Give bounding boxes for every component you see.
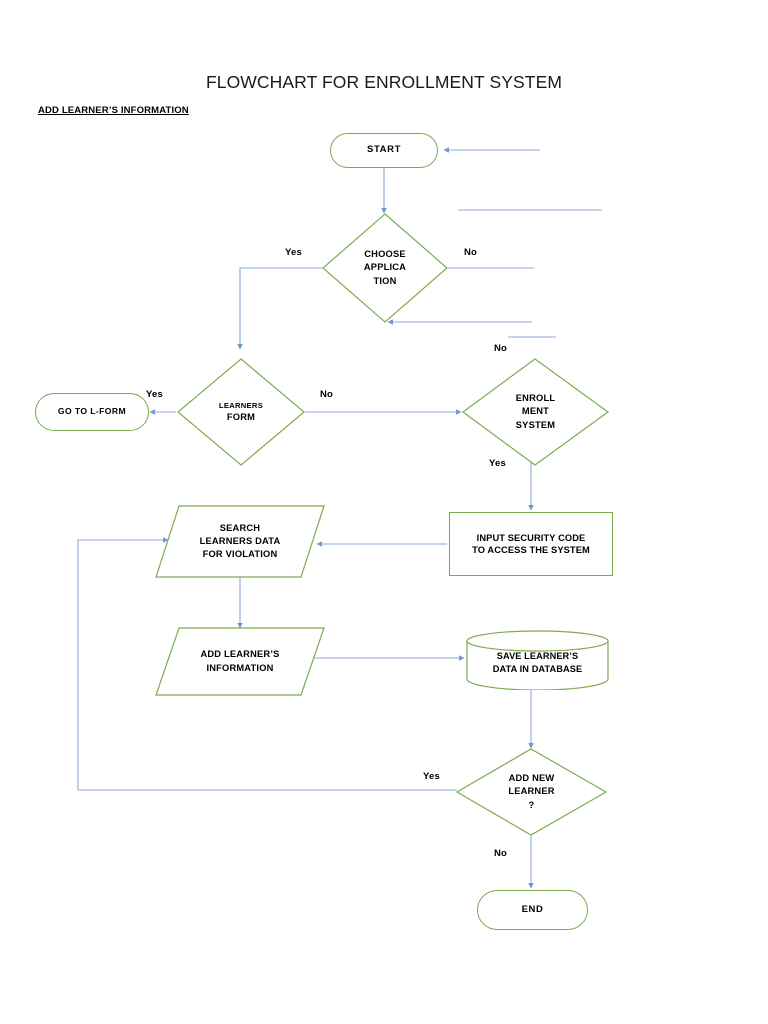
edge-addnew-yes-loop bbox=[77, 537, 457, 791]
section-heading: ADD LEARNER’S INFORMATION bbox=[38, 105, 189, 116]
addnew-line-3: ? bbox=[528, 799, 535, 810]
choose-line-1: CHOOSE bbox=[364, 248, 406, 259]
edge-label-addnew-yes: Yes bbox=[423, 771, 440, 782]
search-line-2: LEARNERS DATA bbox=[199, 535, 281, 546]
node-learners-form-label: LEARNERS FORM bbox=[177, 358, 305, 466]
node-input-security-code[interactable]: INPUT SECURITY CODE TO ACCESS THE SYSTEM bbox=[449, 512, 613, 576]
save-line-1: SAVE LEARNER’S bbox=[496, 651, 579, 662]
node-save-learners-data-label: SAVE LEARNER’S DATA IN DATABASE bbox=[466, 630, 609, 690]
node-enrollment-system-label: ENROLL MENT SYSTEM bbox=[462, 358, 609, 466]
node-start[interactable]: START bbox=[330, 133, 438, 168]
input-line-2: TO ACCESS THE SYSTEM bbox=[472, 545, 590, 555]
choose-line-2: APPLICA bbox=[363, 262, 407, 273]
edge-choose-yes bbox=[237, 267, 322, 350]
edge-label-learners-yes: Yes bbox=[146, 389, 163, 400]
addnew-line-2: LEARNER bbox=[508, 786, 555, 797]
node-goto-lform[interactable]: GO TO L-FORM bbox=[35, 393, 149, 431]
node-choose-application[interactable]: CHOOSE APPLICA TION bbox=[322, 213, 448, 323]
node-save-learners-data[interactable]: SAVE LEARNER’S DATA IN DATABASE bbox=[466, 630, 609, 690]
addnew-line-1: ADD NEW bbox=[508, 772, 555, 783]
node-add-new-learner-label: ADD NEW LEARNER ? bbox=[456, 748, 607, 836]
choose-line-3: TION bbox=[373, 275, 397, 286]
search-line-3: FOR VIOLATION bbox=[202, 549, 278, 559]
node-end[interactable]: END bbox=[477, 890, 588, 930]
input-line-1: INPUT SECURITY CODE bbox=[476, 532, 586, 543]
node-search-learners-data-label: SEARCH LEARNERS DATA FOR VIOLATION bbox=[155, 505, 325, 578]
node-choose-application-label: CHOOSE APPLICA TION bbox=[322, 213, 448, 323]
page-title: FLOWCHART FOR ENROLLMENT SYSTEM bbox=[205, 72, 563, 92]
edge-label-choose-no: No bbox=[464, 247, 478, 258]
edge-label-choose-yes: Yes bbox=[285, 247, 302, 258]
node-enrollment-system[interactable]: ENROLL MENT SYSTEM bbox=[461, 358, 610, 466]
node-add-new-learner[interactable]: ADD NEW LEARNER ? bbox=[455, 748, 608, 836]
edge-label-learners-no: No bbox=[320, 389, 334, 400]
learners-line-1: LEARNERS bbox=[218, 400, 264, 410]
learners-line-2: FORM bbox=[226, 411, 256, 422]
addinfo-line-1: ADD LEARNER’S bbox=[200, 649, 280, 660]
edge-label-enrollment-no: No bbox=[494, 343, 508, 354]
node-add-learners-information-label: ADD LEARNER’S INFORMATION bbox=[155, 627, 325, 696]
enrollment-line-3: SYSTEM bbox=[515, 419, 556, 430]
node-add-learners-information[interactable]: ADD LEARNER’S INFORMATION bbox=[155, 627, 325, 696]
search-line-1: SEARCH bbox=[219, 522, 261, 533]
save-line-2: DATA IN DATABASE bbox=[492, 664, 583, 674]
node-search-learners-data[interactable]: SEARCH LEARNERS DATA FOR VIOLATION bbox=[155, 505, 325, 578]
node-learners-form[interactable]: LEARNERS FORM bbox=[177, 358, 305, 466]
edge-label-addnew-no: No bbox=[494, 848, 508, 859]
enrollment-line-1: ENROLL bbox=[515, 392, 556, 403]
node-input-security-code-label: INPUT SECURITY CODE TO ACCESS THE SYSTEM bbox=[472, 532, 590, 557]
edge-label-enrollment-yes: Yes bbox=[489, 458, 506, 469]
addinfo-line-2: INFORMATION bbox=[206, 662, 274, 673]
enrollment-line-2: MENT bbox=[521, 406, 550, 417]
